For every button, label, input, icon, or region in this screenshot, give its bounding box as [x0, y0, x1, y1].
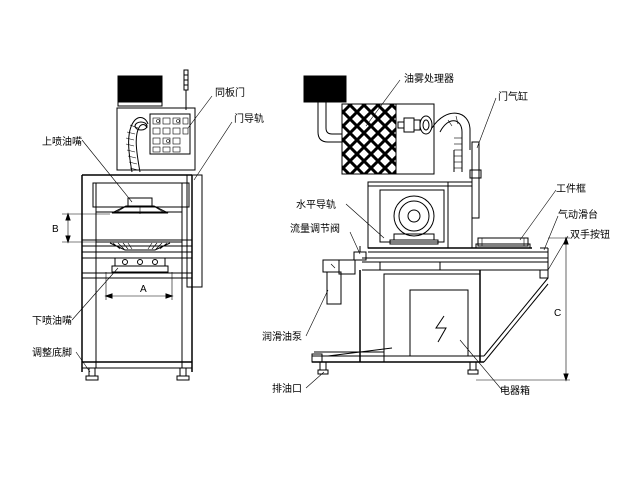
front-leaders: [71, 95, 233, 373]
label-horizontal-rail: 水平导轨: [296, 198, 336, 211]
control-panel: [116, 107, 196, 171]
oil-pump: [322, 259, 356, 305]
dimension-b-label: B: [52, 224, 59, 235]
spindle-unit: [389, 195, 439, 245]
cabinet: [81, 174, 193, 372]
label-drain-port: 排油口: [272, 382, 302, 395]
label-pneumatic-slide: 气动滑台: [558, 208, 598, 221]
display-box: [117, 75, 163, 103]
label-workpiece-frame: 工件框: [556, 182, 586, 195]
door-rail: [186, 174, 203, 288]
label-upper-nozzle: 上喷油嘴: [42, 135, 82, 148]
lower-nozzle: [96, 241, 182, 273]
label-adjust-foot: 调整底脚: [32, 346, 72, 359]
side-flex-hose: [431, 112, 471, 172]
side-display-box: [303, 75, 347, 103]
label-door-rail: 门导轨: [234, 112, 264, 125]
flow-valve: [353, 246, 367, 261]
front-view: B A 上喷油嘴 同板门 门导轨 下喷油嘴 调整底脚: [32, 69, 264, 381]
dimension-a-label: A: [140, 284, 147, 295]
dimension-b: B: [52, 212, 110, 244]
dimension-c-label: C: [554, 308, 561, 319]
label-door-cylinder: 门气缸: [498, 90, 528, 103]
high-voltage-icon: [435, 315, 447, 343]
side-feet: [317, 361, 479, 375]
label-oil-pump: 润滑油泵: [262, 330, 302, 343]
side-view: C 油雾处理器 门气缸 水平导轨 流量调节阀 工件框 气动滑台 双手按钮 润滑油…: [262, 72, 610, 397]
signal-tower: [183, 69, 189, 110]
label-lower-nozzle: 下喷油嘴: [32, 314, 72, 327]
adjust-feet: [85, 367, 190, 381]
drain-port: [311, 353, 323, 363]
flex-hose: [125, 116, 149, 173]
door-cylinder: [471, 141, 480, 219]
mist-processor: [341, 103, 435, 175]
dimension-a: A: [104, 272, 174, 300]
label-top-door: 同板门: [215, 86, 245, 99]
upper-nozzle: [96, 197, 182, 214]
label-two-hand-button: 双手按钮: [570, 228, 610, 241]
label-electric-box: 电器箱: [500, 384, 530, 397]
work-table: [362, 247, 549, 279]
workpiece-frame: [475, 237, 531, 249]
dimension-c: C: [476, 236, 570, 382]
label-mist-processor: 油雾处理器: [404, 72, 454, 85]
lower-cabinet: [312, 270, 549, 363]
label-flow-valve: 流量调节阀: [290, 222, 340, 235]
side-leaders: [305, 79, 569, 391]
